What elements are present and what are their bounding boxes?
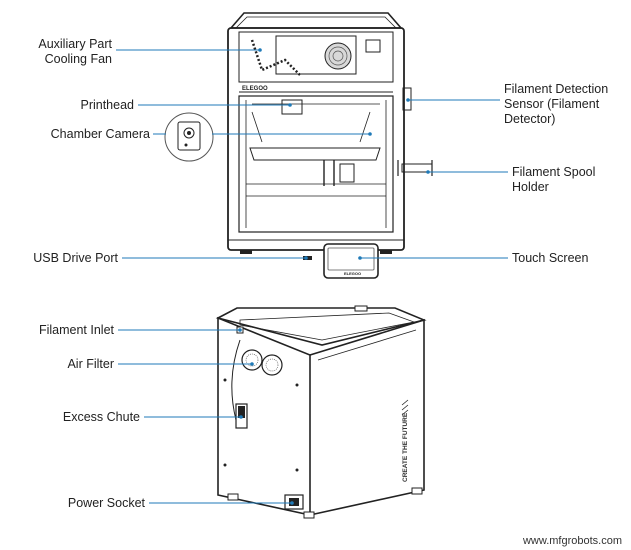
label-filament-sensor-3: Detector) — [504, 112, 555, 126]
upper-chamber — [238, 31, 394, 83]
label-printhead: Printhead — [80, 98, 134, 112]
printer-lid — [229, 12, 403, 29]
watermark: www.mfgrobots.com — [522, 535, 622, 547]
label-aux-fan-1: Auxiliary Part — [38, 37, 112, 51]
fan-housing — [275, 35, 357, 75]
label-usb-port: USB Drive Port — [33, 251, 118, 265]
chamber-camera-inset — [164, 112, 214, 162]
printhead — [281, 99, 303, 115]
cable-chain — [250, 39, 301, 76]
build-chamber — [238, 95, 394, 233]
label-aux-fan-2: Cooling Fan — [45, 52, 112, 66]
air-filter-fan-left — [241, 349, 263, 371]
label-filament-inlet: Filament Inlet — [39, 323, 115, 337]
touch-screen-device: ELEGOO — [323, 243, 379, 279]
side-slogan: CREATE THE FUTURE — [402, 412, 409, 482]
label-touch-screen: Touch Screen — [512, 251, 588, 265]
printer-logo: ELEGOO — [242, 86, 268, 92]
screen-logo: ELEGOO — [344, 271, 361, 276]
label-chamber-camera: Chamber Camera — [51, 127, 150, 141]
printer-front-view: ELEGOO — [227, 12, 433, 260]
label-spool-holder-2: Holder — [512, 180, 549, 194]
label-power-socket: Power Socket — [68, 496, 146, 510]
label-air-filter: Air Filter — [67, 357, 114, 371]
printer-body — [227, 27, 405, 251]
printer-rear-view: CREATE THE FUTURE — [215, 305, 427, 519]
air-filter-fan-right — [261, 354, 283, 376]
top-right-module — [365, 39, 381, 53]
z-motor — [339, 163, 355, 183]
rear-lid — [215, 307, 427, 346]
side-panel — [309, 318, 425, 516]
filament-detection-sensor — [402, 87, 412, 111]
build-plate — [249, 147, 381, 161]
labels: Auxiliary Part Cooling Fan Printhead Cha… — [33, 37, 608, 510]
label-excess-chute: Excess Chute — [63, 410, 140, 424]
leader-lines — [116, 48, 508, 505]
label-spool-holder-1: Filament Spool — [512, 165, 595, 179]
label-filament-sensor-1: Filament Detection — [504, 82, 608, 96]
label-filament-sensor-2: Sensor (Filament — [504, 97, 600, 111]
touch-screen — [323, 243, 379, 279]
